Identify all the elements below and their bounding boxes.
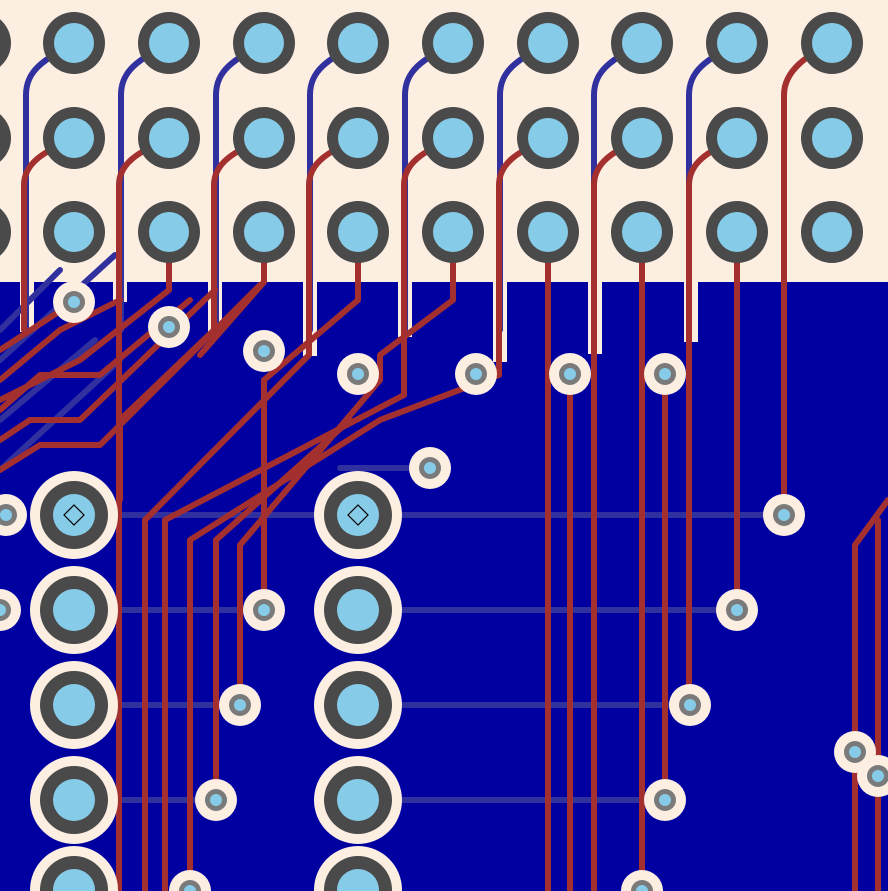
via-19: [169, 870, 211, 891]
header-pad-r2-c1: [0, 114, 11, 162]
via-18: [857, 755, 888, 797]
via-10: [763, 494, 805, 536]
via-14: [669, 684, 711, 726]
top-trace-13: [237, 229, 456, 708]
header-pad-r2-c10: [801, 107, 863, 169]
connector-left-pin-4: [30, 756, 118, 844]
top-fan-4: [0, 282, 263, 473]
header-pad-r3-c5: [327, 201, 389, 263]
header-pad-r1-c10: [801, 12, 863, 74]
pin1-marker-right: [347, 504, 369, 526]
header-pad-r2-c9: [706, 107, 768, 169]
via-15: [195, 779, 237, 821]
connector-right-pin-5: [314, 846, 402, 891]
via-13: [219, 684, 261, 726]
connector-right-pin-1: [314, 471, 402, 559]
header-pad-r2-c7: [517, 107, 579, 169]
header-pad-r3-c7: [517, 201, 579, 263]
header-pad-r3-c10: [801, 201, 863, 263]
bottom-diag-4: [0, 337, 98, 423]
top-trace-21: [852, 497, 888, 891]
header-pad-r1-c8: [611, 12, 673, 74]
top-fan-2: [0, 297, 193, 413]
header-pad-r1-c7: [517, 12, 579, 74]
header-pad-r3-c3: [138, 201, 200, 263]
via-2: [148, 306, 190, 348]
header-pad-r1-c5: [327, 12, 389, 74]
connector-right-pin-3: [314, 661, 402, 749]
via-8: [409, 447, 451, 489]
header-pad-r1-c1: [0, 19, 11, 67]
top-trace-20: [213, 417, 353, 803]
connector-pads: [30, 471, 402, 891]
via-6: [549, 353, 591, 395]
via-21: [0, 589, 21, 631]
header-pad-r3-c9: [706, 201, 768, 263]
connector-right-pin-2: [314, 566, 402, 654]
top-layer-traces: [0, 40, 888, 891]
header-pad-r2-c5: [327, 107, 389, 169]
header-pad-r3-c2: [43, 201, 105, 263]
header-pad-r3-c1: [0, 208, 11, 256]
via-5: [455, 353, 497, 395]
via-9: [0, 494, 27, 536]
header-pad-r1-c9: [706, 12, 768, 74]
top-fan-1: [0, 297, 123, 383]
header-pad-r3-c6: [422, 201, 484, 263]
via-11: [243, 589, 285, 631]
pin1-markers: [63, 504, 369, 526]
via-16: [644, 779, 686, 821]
header-pad-r2-c6: [422, 107, 484, 169]
via-4: [337, 353, 379, 395]
header-pad-r3-c8: [611, 201, 673, 263]
via-7: [644, 353, 686, 395]
via-3: [243, 330, 285, 372]
header-pad-grid: [0, 12, 863, 263]
header-pad-r2-c4: [233, 107, 295, 169]
bottom-diag-1: [0, 267, 63, 333]
header-pad-r2-c2: [43, 107, 105, 169]
via-12: [716, 589, 758, 631]
connector-left-pin-1: [30, 471, 118, 559]
header-pad-r2-c8: [611, 107, 673, 169]
connector-left-pin-2: [30, 566, 118, 654]
via-20: [621, 870, 663, 891]
top-fan-3: [0, 287, 218, 443]
connector-right-pin-4: [314, 756, 402, 844]
header-pad-r1-c3: [138, 12, 200, 74]
vias: [0, 281, 888, 891]
bottom-diag-3: [0, 357, 123, 473]
top-trace-15: [261, 229, 361, 613]
header-pad-r1-c4: [233, 12, 295, 74]
pin1-marker-left: [63, 504, 85, 526]
connector-left-pin-3: [30, 661, 118, 749]
via-1: [53, 281, 95, 323]
header-pad-r1-c6: [422, 12, 484, 74]
connector-left-pin-5: [30, 846, 118, 891]
header-pad-r3-c4: [233, 201, 295, 263]
header-pad-r2-c3: [138, 107, 200, 169]
header-pad-r1-c2: [43, 12, 105, 74]
